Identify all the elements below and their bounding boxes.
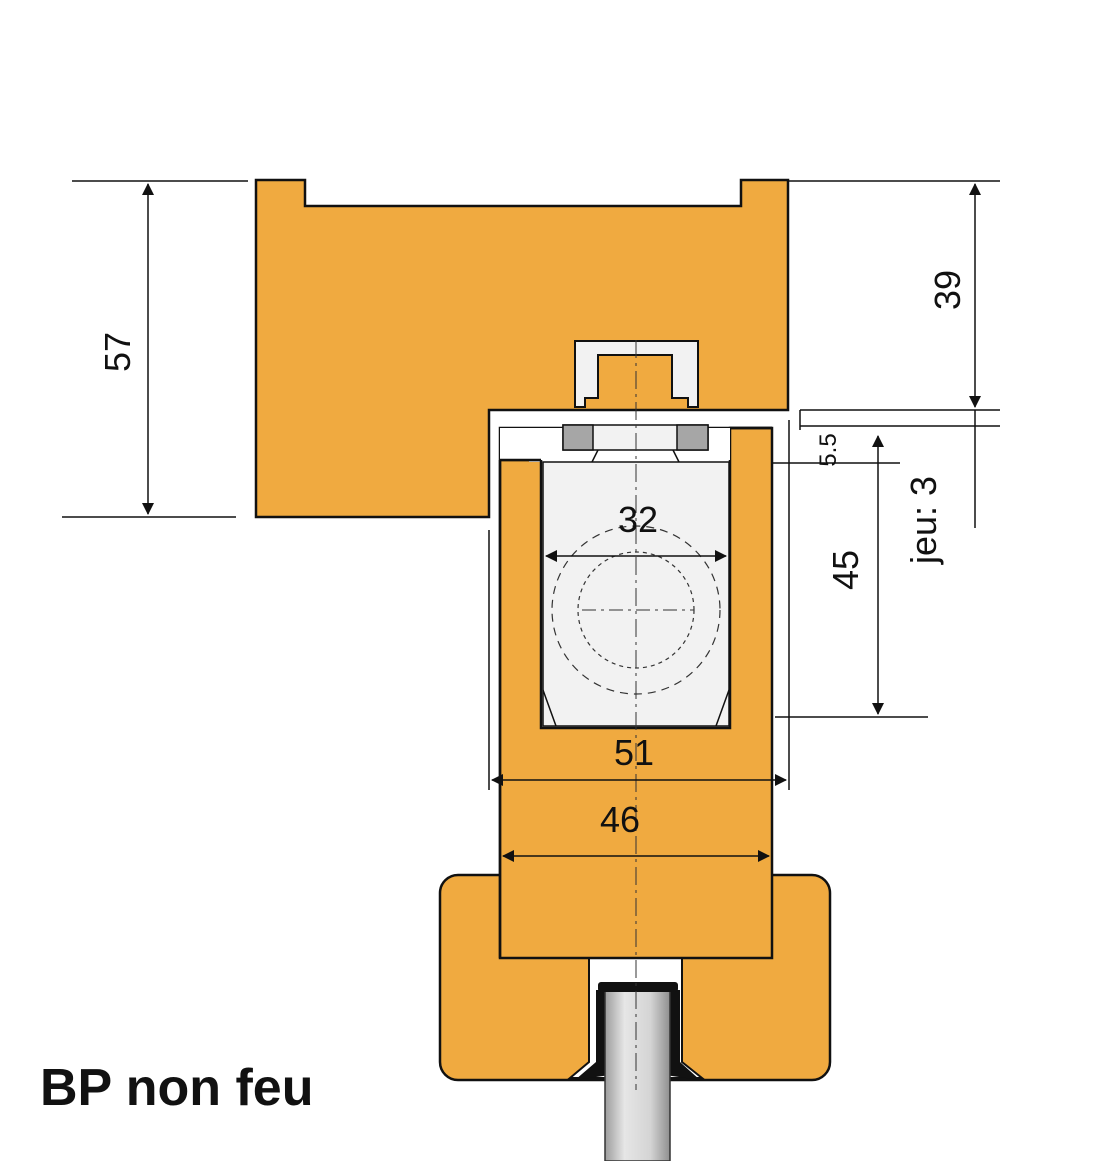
dim-32: 32	[618, 499, 658, 540]
dim-jeu-3: jeu: 3	[903, 476, 944, 565]
hanger-nut-left	[562, 424, 594, 451]
caption-title: BP non feu	[40, 1059, 314, 1117]
dim-46: 46	[600, 799, 640, 840]
glass-panel	[604, 984, 671, 1161]
gasket-top	[598, 982, 678, 992]
upper-frame	[254, 178, 790, 519]
dim-51: 51	[614, 732, 654, 773]
dim-57: 57	[97, 332, 138, 372]
dim-5-5: 5.5	[815, 433, 842, 466]
roller-wheel	[551, 340, 721, 1090]
dim-45: 45	[825, 550, 866, 590]
dim-39: 39	[927, 270, 968, 310]
hanger-nut-right	[676, 424, 709, 451]
